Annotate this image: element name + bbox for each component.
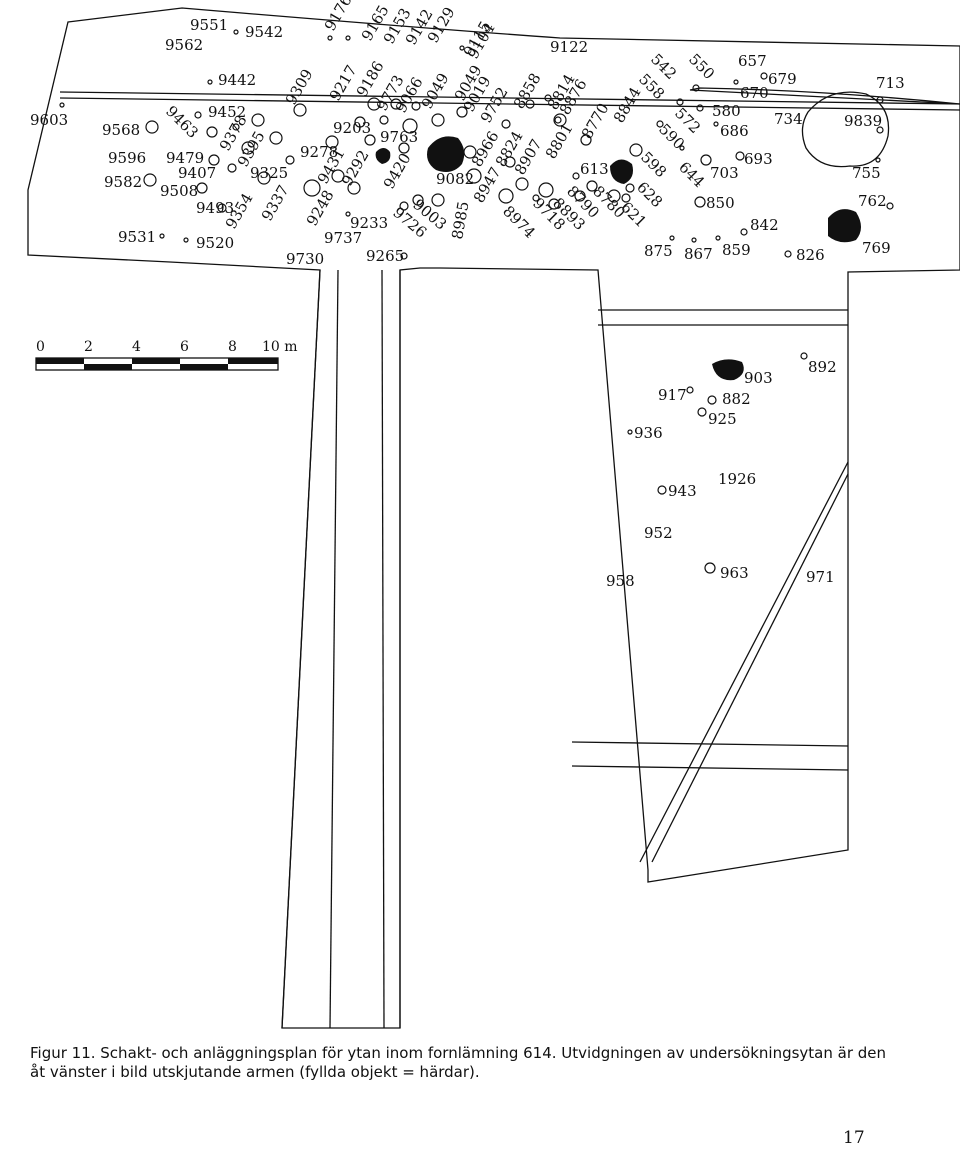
feature-label-9531: 9531: [118, 228, 156, 246]
scale-tick-label: 6: [180, 339, 189, 355]
hearth-903: [712, 359, 744, 381]
feature-label-9730: 9730: [286, 250, 324, 268]
feature-label-9493: 9493: [196, 199, 234, 217]
feature-label-9452: 9452: [208, 103, 246, 121]
feature-label-9542: 9542: [245, 23, 283, 41]
feature-label-8801: 8801: [542, 120, 577, 162]
feature-label-9265: 9265: [366, 247, 404, 265]
feature-label-9568: 9568: [102, 121, 140, 139]
feature-label-958: 958: [606, 572, 635, 590]
feature-label-917: 917: [658, 386, 687, 404]
trench-band-line: [571, 765, 849, 771]
feature-label-613: 613: [580, 160, 609, 178]
scale-tick-label: 0: [36, 339, 45, 355]
feature-label-9203: 9203: [333, 119, 371, 137]
ditch-line: [651, 473, 849, 863]
hearths: [375, 136, 861, 381]
feature-label-580: 580: [712, 102, 741, 120]
hearth-9292: [375, 148, 391, 164]
feature-label-657: 657: [738, 52, 767, 70]
feature-label-550: 550: [685, 50, 718, 83]
feature-label-826: 826: [796, 246, 825, 264]
feature-label-713: 713: [876, 74, 905, 92]
feature-label-963: 963: [720, 564, 749, 582]
feature-label-9562: 9562: [165, 36, 203, 54]
feature-label-9463: 9463: [162, 102, 202, 142]
feature-label-9248: 9248: [303, 187, 338, 229]
hearth-9082: [427, 136, 465, 172]
feature-label-9122: 9122: [550, 38, 588, 56]
feature-label-850: 850: [706, 194, 735, 212]
feature-label-9763: 9763: [380, 128, 418, 146]
feature-label-9596: 9596: [108, 149, 146, 167]
feature-label-842: 842: [750, 216, 779, 234]
feature-label-679: 679: [768, 70, 797, 88]
ditch-line: [639, 461, 849, 863]
feature-label-598: 598: [637, 148, 670, 181]
scale-tick-label: 4: [132, 339, 141, 355]
feature-label-859: 859: [722, 241, 751, 259]
feature-label-943: 943: [668, 482, 697, 500]
feature-label-875: 875: [644, 242, 673, 260]
scale-bar: [35, 357, 279, 371]
feature-label-9479: 9479: [166, 149, 204, 167]
postholes: [59, 29, 894, 574]
trench-edge-line: [381, 269, 385, 1029]
hearth-613: [610, 159, 633, 184]
feature-label-8858: 8858: [510, 70, 545, 112]
page-number: 17: [843, 1128, 865, 1148]
feature-label-892: 892: [808, 358, 837, 376]
feature-label-925: 925: [708, 410, 737, 428]
feature-label-971: 971: [806, 568, 835, 586]
feature-label-755: 755: [852, 164, 881, 182]
feature-label-8985: 8985: [448, 200, 472, 241]
figure-caption: Figur 11. Schakt- och anläggningsplan fö…: [30, 1044, 887, 1081]
feature-label-9049: 9049: [418, 70, 453, 112]
trench-edge-line: [329, 269, 339, 1029]
hearth-769: [828, 209, 861, 243]
trench-edge-line: [281, 269, 321, 1029]
feature-label-670: 670: [740, 84, 769, 102]
feature-label-9217: 9217: [326, 62, 361, 104]
feature-label-867: 867: [684, 245, 713, 263]
feature-label-9082: 9082: [436, 170, 474, 188]
feature-label-9337: 9337: [258, 182, 293, 224]
pit-outline: [801, 91, 890, 168]
scale-labels: 0 2 4 6 8 10 m: [36, 339, 298, 355]
feature-label-9839: 9839: [844, 112, 882, 130]
feature-label-9442: 9442: [218, 71, 256, 89]
feature-label-693: 693: [744, 150, 773, 168]
scale-tick-label: 2: [84, 339, 93, 355]
feature-label-9551: 9551: [190, 16, 228, 34]
trench-band-line: [59, 97, 960, 111]
feature-label-734: 734: [774, 110, 803, 128]
scale-tick-label: 10 m: [262, 339, 298, 355]
feature-label-9407: 9407: [178, 164, 216, 182]
feature-label-9176: 9176: [321, 0, 356, 34]
feature-label-9520: 9520: [196, 234, 234, 252]
feature-label-903: 903: [744, 369, 773, 387]
feature-label-686: 686: [720, 122, 749, 140]
trench-band-line: [59, 91, 960, 105]
feature-label-769: 769: [862, 239, 891, 257]
feature-label-9737: 9737: [324, 229, 362, 247]
trench-band-line: [571, 741, 849, 747]
feature-label-9233: 9233: [350, 214, 388, 232]
feature-label-9325: 9325: [250, 164, 288, 182]
feature-label-9278: 9278: [300, 143, 338, 161]
feature-label-9603: 9603: [30, 111, 68, 129]
feature-label-936: 936: [634, 424, 663, 442]
feature-label-952: 952: [644, 524, 673, 542]
feature-label-644: 644: [675, 158, 708, 191]
feature-label-762: 762: [858, 192, 887, 210]
feature-label-8770: 8770: [578, 100, 613, 142]
feature-label-882: 882: [722, 390, 751, 408]
feature-label-9508: 9508: [160, 182, 198, 200]
scale-tick-label: 8: [228, 339, 237, 355]
feature-label-1926: 1926: [718, 470, 756, 488]
feature-label-703: 703: [710, 164, 739, 182]
feature-label-9582: 9582: [104, 173, 142, 191]
